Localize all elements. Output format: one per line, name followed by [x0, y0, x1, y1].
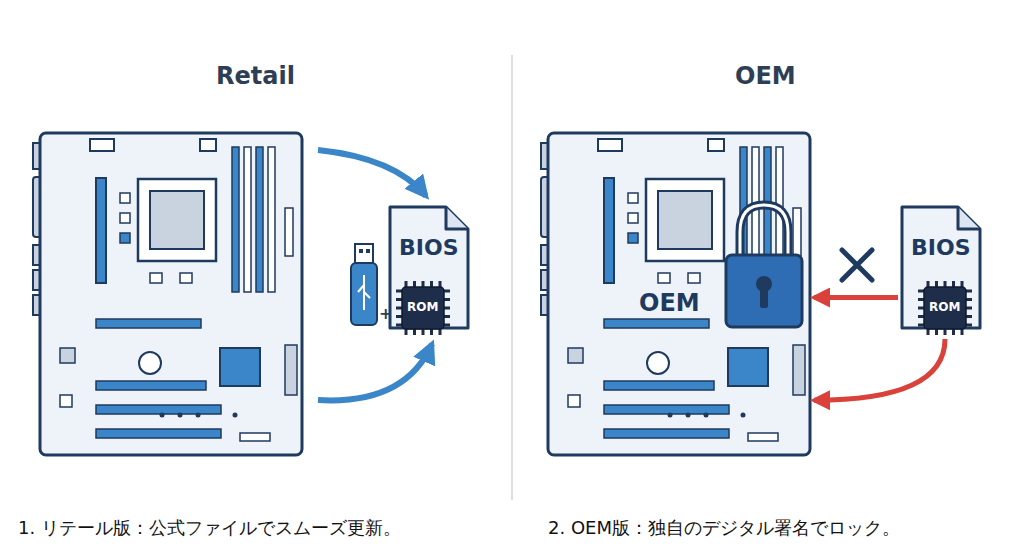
node-label: BIOS — [399, 235, 459, 260]
lock — [726, 205, 802, 327]
bios-file: BIOS ROM — [388, 205, 470, 330]
node-label: ROM — [929, 300, 960, 314]
plus-sign: + — [379, 304, 392, 323]
panel-title: OEM — [735, 62, 796, 90]
oem-motherboard: OEM — [548, 133, 810, 455]
update-arrow — [318, 150, 426, 196]
blocked-arrow — [814, 339, 945, 400]
node-label: BIOS — [911, 235, 971, 260]
blocked-mark — [842, 250, 872, 280]
bios-file: BIOS ROM — [900, 205, 982, 330]
motherboard — [33, 133, 302, 455]
node-label: ROM — [407, 300, 438, 314]
update-arrow — [318, 344, 432, 400]
caption: 1. リテール版：公式ファイルでスムーズ更新。 — [18, 516, 401, 540]
blocked-arrow — [814, 295, 898, 300]
divider — [511, 55, 513, 500]
motherboard — [541, 133, 810, 455]
panel-title: Retail — [216, 62, 295, 90]
rom-chip: ROM — [396, 281, 450, 335]
caption: 2. OEM版：独自のデジタル署名でロック。 — [548, 516, 900, 540]
node-label: OEM — [636, 289, 703, 317]
rom-chip: ROM — [918, 281, 972, 335]
usb-stick — [351, 244, 377, 325]
